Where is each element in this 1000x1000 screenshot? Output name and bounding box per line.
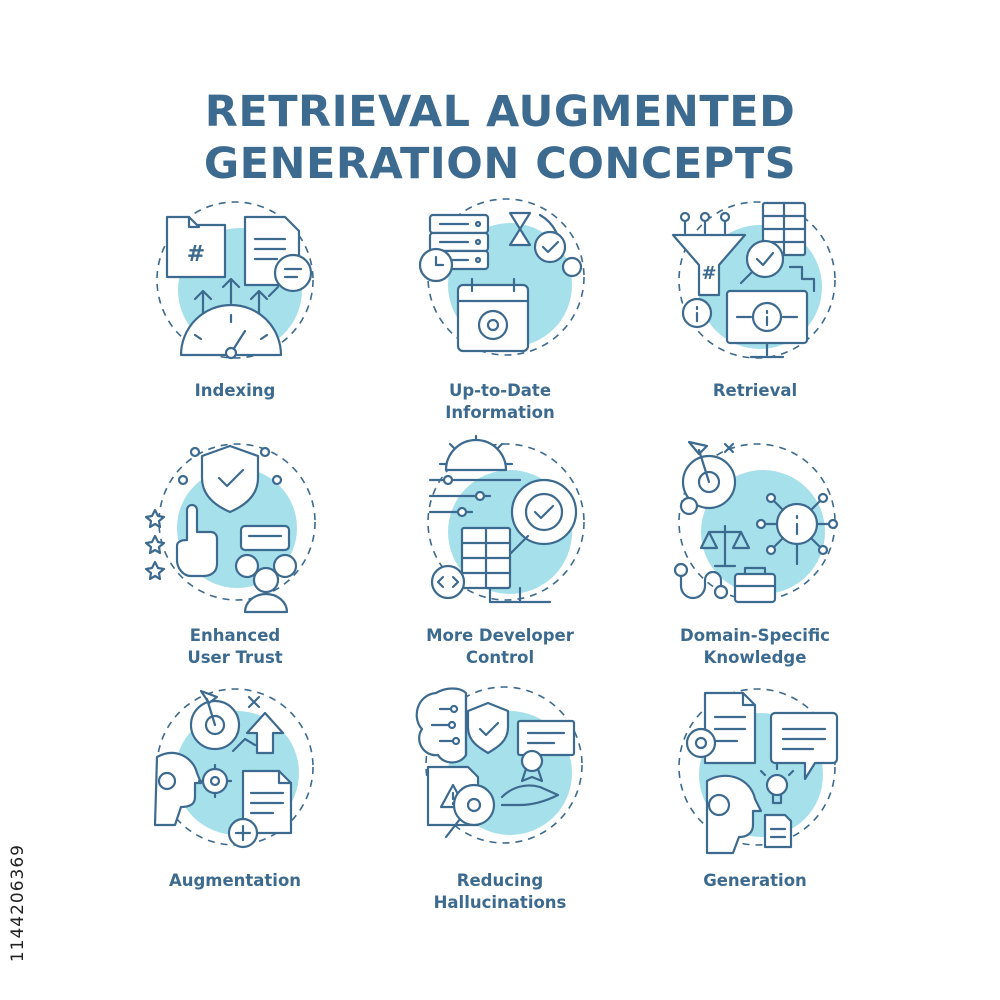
stock-id-vertical: 1144206369 [6,752,28,962]
concept-retrieval: # Retrieval [605,195,905,445]
concept-generation: Generation [605,685,905,935]
document-chat-head-icon [678,688,839,855]
shield-rating-users-icon [144,443,316,614]
label-up-to-date-information: Up-to-Date Information [445,381,555,422]
concept-up-to-date-information: Up-to-Date Information [350,195,650,445]
label-domain-specific-knowledge: Domain-Specific Knowledge [680,626,830,667]
concept-indexing: # Indexing [85,195,385,445]
label-augmentation: Augmentation [168,871,302,890]
label-retrieval: Retrieval [712,381,798,400]
concept-enhanced-user-trust: Enhanced User Trust [85,440,385,690]
label-indexing: Indexing [194,381,276,400]
brain-shield-warning-icon [415,686,583,844]
page-title: RETRIEVAL AUGMENTED GENERATION CONCEPTS [0,86,1000,190]
concept-domain-specific-knowledge: Domain-Specific Knowledge [605,440,905,690]
label-generation: Generation [703,871,807,890]
label-more-developer-control: More Developer Control [426,626,574,667]
stock-id-text: 1144206369 [8,843,28,962]
concept-reducing-hallucinations: Reducing Hallucinations [350,685,650,935]
folder-document-speedometer-icon: # [156,201,314,360]
target-head-document-icon [153,688,314,849]
title-line-1: RETRIEVAL AUGMENTED [204,87,796,137]
label-reducing-hallucinations: Reducing Hallucinations [433,871,567,912]
server-calendar-refresh-icon [418,198,585,356]
label-enhanced-user-trust: Enhanced User Trust [187,626,283,667]
gear-server-code-icon [427,434,585,604]
funnel-database-monitor-icon: # [671,201,836,359]
concept-more-developer-control: More Developer Control [350,434,650,690]
svg-text:#: # [187,242,205,267]
svg-text:#: # [701,263,716,284]
title-line-2: GENERATION CONCEPTS [203,139,797,189]
target-scales-info-icon [673,440,839,604]
concept-augmentation: Augmentation [85,685,385,935]
